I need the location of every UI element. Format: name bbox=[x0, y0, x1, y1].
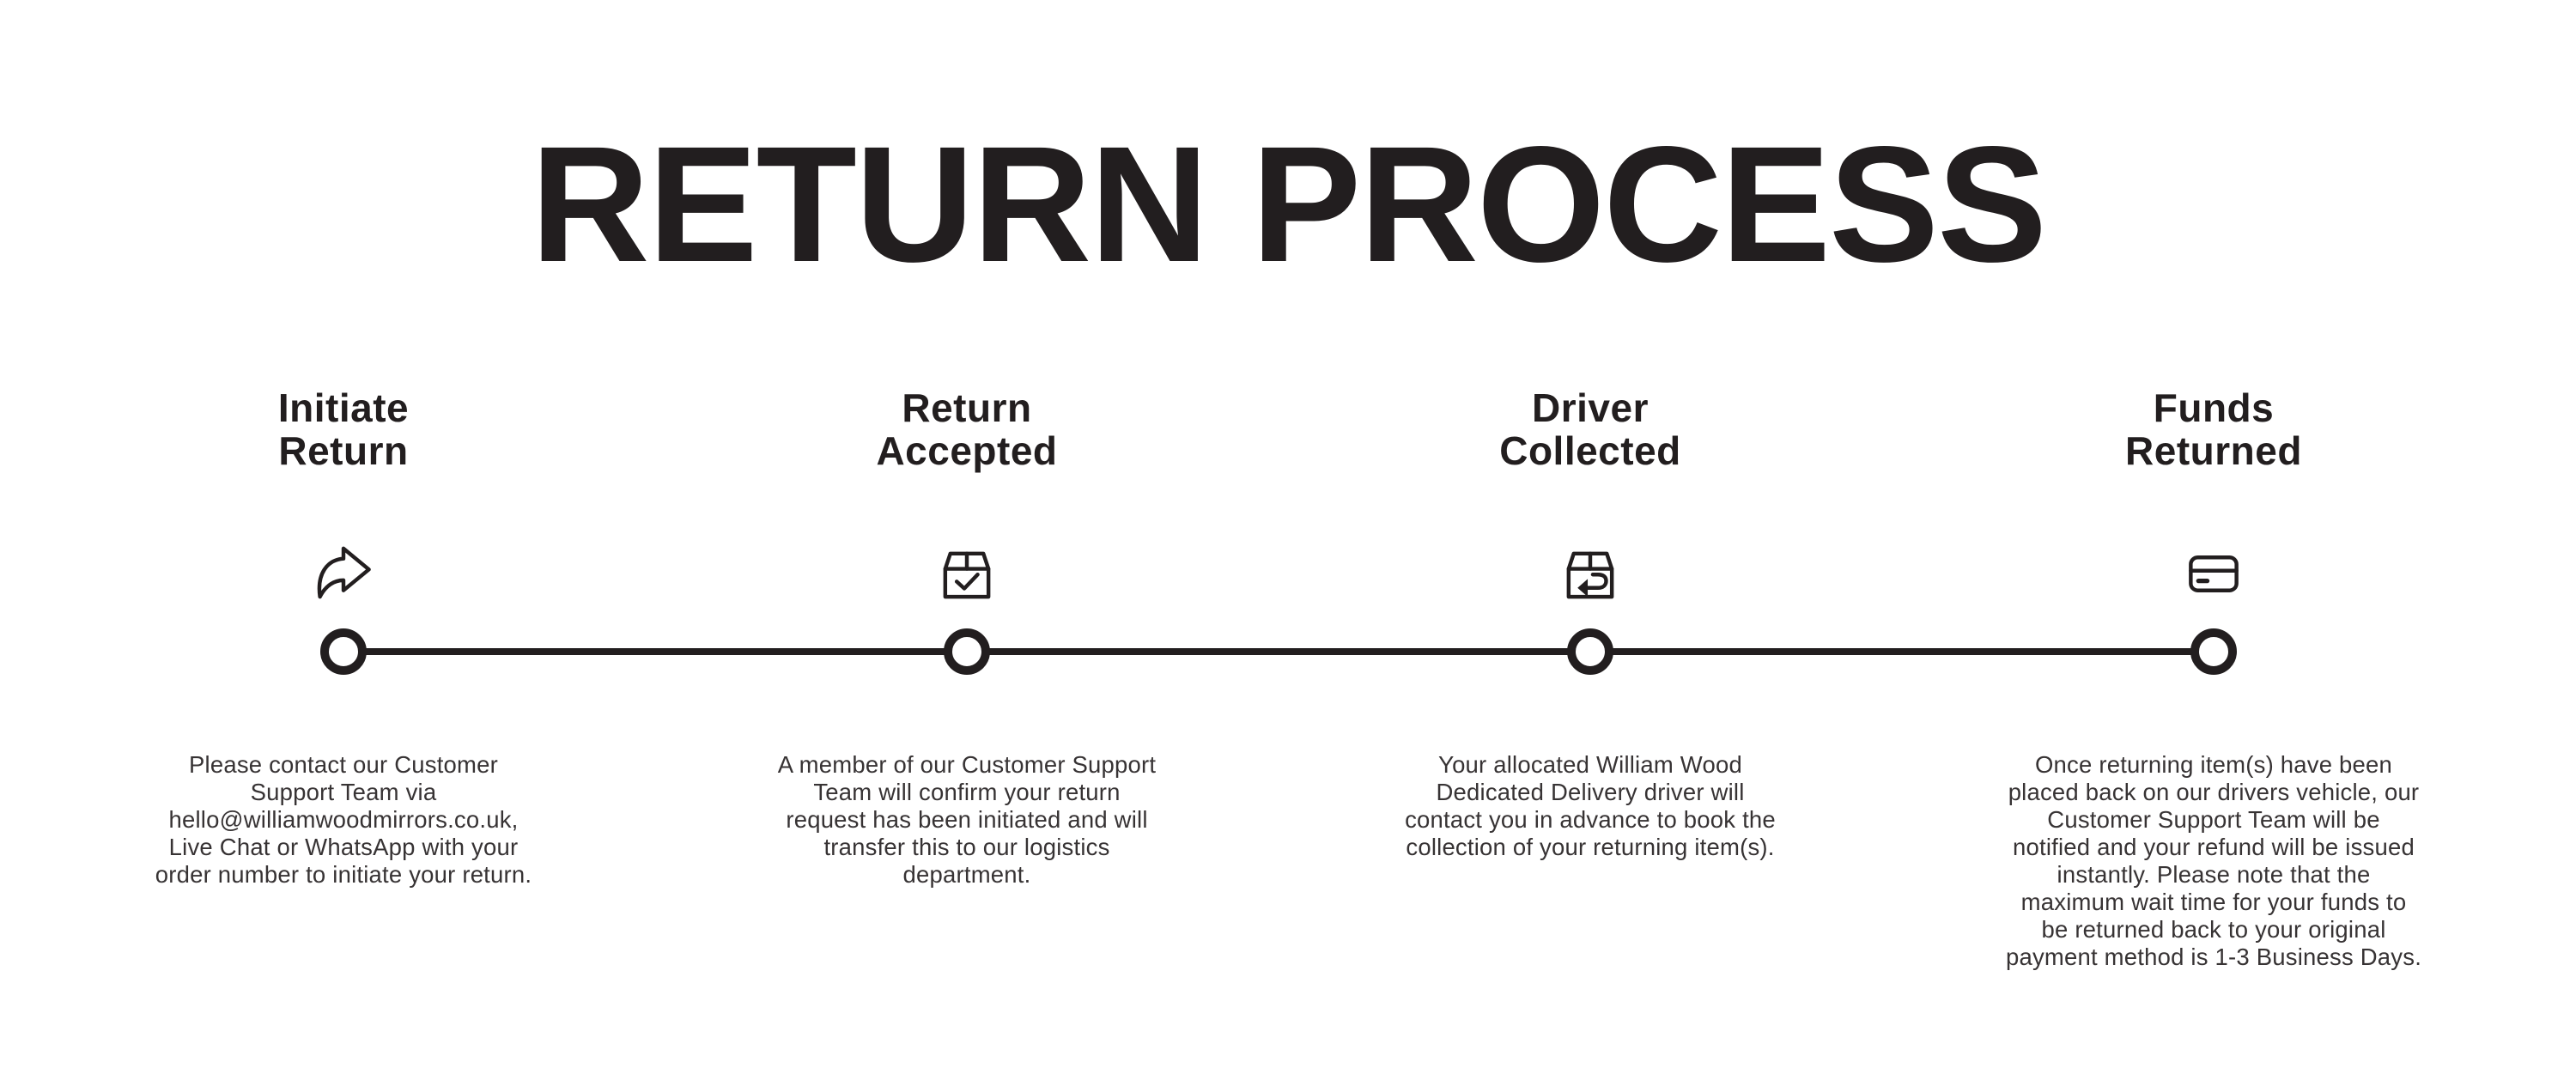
page-title: RETURN PROCESS bbox=[530, 112, 2047, 296]
step-return-accepted: Return Accepted A member of our Customer… bbox=[683, 386, 1250, 1039]
step-title: Initiate Return bbox=[277, 385, 410, 473]
timeline-line bbox=[343, 648, 2214, 655]
step-initiate-return: Initiate Return Please contact our Custo… bbox=[60, 386, 627, 1039]
credit-card-icon bbox=[2182, 541, 2245, 604]
step-title: Driver Collected bbox=[1499, 385, 1681, 473]
timeline-node bbox=[1567, 628, 1613, 675]
package-check-icon bbox=[935, 541, 999, 604]
step-description: Once returning item(s) have been placed … bbox=[2005, 751, 2422, 970]
step-title: Funds Returned bbox=[2125, 385, 2302, 473]
share-arrow-icon bbox=[312, 541, 375, 604]
step-description: A member of our Customer Support Team wi… bbox=[777, 751, 1157, 888]
timeline-node bbox=[2190, 628, 2237, 675]
step-funds-returned: Funds Returned Once returning item(s) ha… bbox=[1930, 386, 2497, 1039]
timeline-node bbox=[944, 628, 990, 675]
step-driver-collected: Driver Collected Your allocated William … bbox=[1307, 386, 1874, 1039]
package-return-icon bbox=[1558, 541, 1622, 604]
step-description: Please contact our Customer Support Team… bbox=[155, 751, 532, 888]
step-description: Your allocated William Wood Dedicated De… bbox=[1405, 751, 1776, 860]
timeline-node bbox=[320, 628, 367, 675]
step-title: Return Accepted bbox=[876, 385, 1058, 473]
